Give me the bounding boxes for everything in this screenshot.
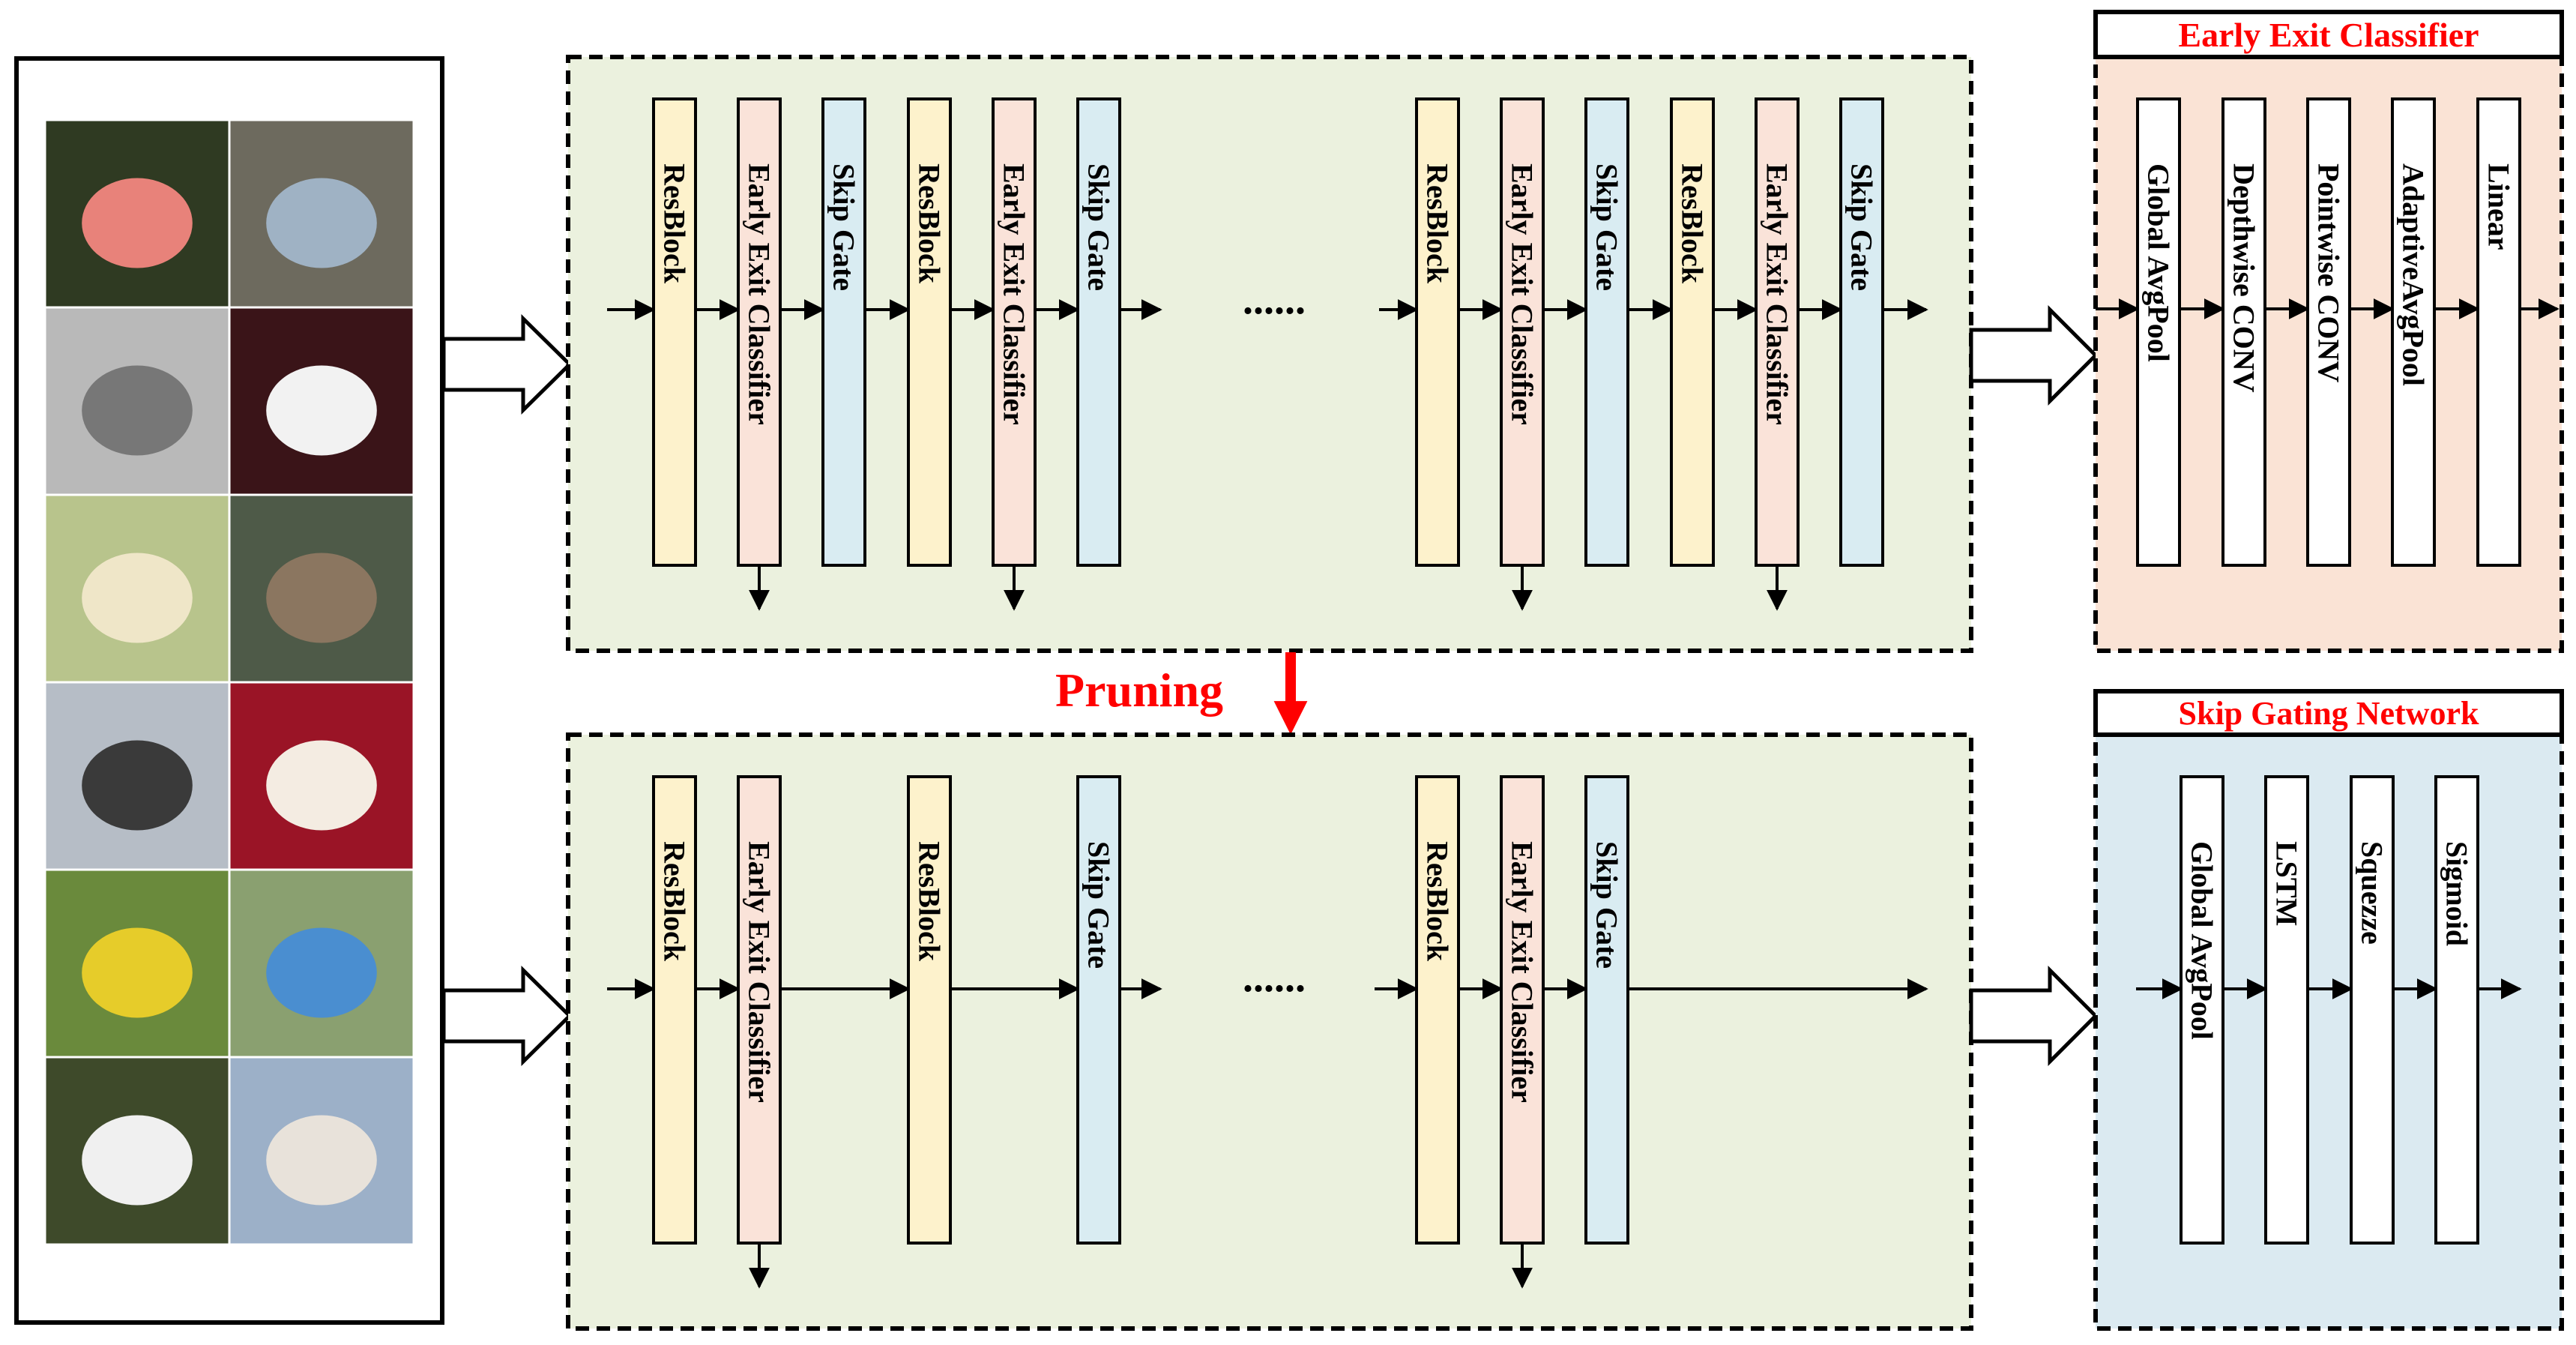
top-early-exit-classifier-5-label: Early Exit Classifier — [998, 163, 1031, 425]
top-skip-gate-3-label: Skip Gate — [827, 163, 861, 291]
bottom-skip-gate-7-label: Skip Gate — [1590, 841, 1624, 969]
thumbnail-grid — [43, 118, 415, 1246]
bottom-resblock-5-label: ResBlock — [1421, 841, 1455, 962]
thumbnail-bird — [228, 493, 415, 684]
thumbnail-cat — [43, 493, 231, 684]
sgn-layer-2 — [2264, 775, 2309, 1245]
sgn-frame — [2093, 732, 2564, 1331]
sgn-layers: Global AvgPool LSTM Squezze Sigmoid — [2136, 775, 2522, 1245]
top-resblock-10-label: ResBlock — [1676, 163, 1710, 284]
sgn-layer-1 — [2180, 775, 2224, 1245]
eec-layer-4-label: AdaptiveAvgPool — [2397, 163, 2431, 386]
top-skip-gate-12-label: Skip Gate — [1845, 163, 1879, 291]
thumbnail-flamingo — [43, 118, 231, 309]
sgn-layer-1-label: Global AvgPool — [2186, 841, 2219, 1040]
top-skip-gate-6-label: Skip Gate — [1082, 163, 1116, 291]
top-resblock-7-label: ResBlock — [1421, 163, 1455, 284]
top-skip-gate-3 — [821, 97, 866, 567]
eec-layer-2-label: Depthwise CONV — [2227, 163, 2261, 393]
bottom-early-exit-classifier-6 — [1500, 775, 1545, 1245]
top-resblock-4-label: ResBlock — [913, 163, 947, 284]
eec-title-box — [2093, 10, 2564, 59]
bottom-connectors — [607, 978, 1928, 1289]
bottom-early-exit-classifier-2 — [737, 775, 782, 1245]
top-early-exit-classifier-5 — [992, 97, 1037, 567]
bottom-resblock-3-label: ResBlock — [913, 841, 947, 962]
pruning-indicator: Pruning — [1055, 652, 1308, 735]
sgn-title: Skip Gating Network — [2179, 695, 2479, 732]
thumbnail-car — [228, 118, 415, 309]
bottom-ellipsis: ...... — [1243, 954, 1306, 1001]
top-resblock-10 — [1670, 97, 1715, 567]
top-pipeline-panel: ResBlock Early Exit Classifier Skip Gate Re… — [566, 55, 1973, 653]
eec-layer-2 — [2221, 97, 2266, 567]
bottom-resblock-5 — [1415, 775, 1460, 1245]
bottom-pipeline-panel: ResBlock Early Exit Classifier ResBlock Ski… — [566, 732, 1973, 1331]
input-arrow-bottom — [441, 966, 573, 1066]
eec-layer-3 — [2306, 97, 2351, 567]
sgn-layer-4 — [2434, 775, 2479, 1245]
eec-layer-5-label: Linear — [2482, 163, 2516, 250]
top-pipeline-frame — [566, 55, 1973, 653]
top-skip-gate-9-label: Skip Gate — [1590, 163, 1624, 291]
eec-title: Early Exit Classifier — [2178, 16, 2479, 54]
thumbnail-puppy — [228, 681, 415, 871]
dataset-panel — [14, 56, 444, 1325]
early-exit-classifier-panel: Early Exit Classifier Global AvgPool Dept… — [2093, 10, 2564, 653]
bottom-resblock-1-label: ResBlock — [658, 841, 692, 962]
input-arrow-top — [441, 314, 573, 415]
bottom-resblock-3 — [907, 775, 952, 1245]
top-early-exit-classifier-11-label: Early Exit Classifier — [1761, 163, 1794, 425]
eec-layer-1 — [2136, 97, 2181, 567]
thumbnail-blue-car — [228, 868, 415, 1059]
thumbnail-deer — [43, 306, 231, 496]
top-resblock-1 — [652, 97, 697, 567]
top-skip-gate-6 — [1076, 97, 1121, 567]
thumbnail-model-airplane — [43, 1056, 231, 1246]
eec-layer-4 — [2391, 97, 2436, 567]
sgn-layer-3-label: Squezze — [2356, 841, 2389, 945]
sgn-layer-2-label: LSTM — [2270, 841, 2304, 926]
top-skip-gate-9 — [1584, 97, 1629, 567]
top-resblock-1-label: ResBlock — [658, 163, 692, 284]
top-early-exit-classifier-8 — [1500, 97, 1545, 567]
bottom-resblock-1 — [652, 775, 697, 1245]
eec-layer-5 — [2476, 97, 2521, 567]
thumbnail-white-car — [228, 306, 415, 496]
bottom-early-exit-classifier-2-label: Early Exit Classifier — [743, 841, 776, 1103]
bottom-early-exit-classifier-6-label: Early Exit Classifier — [1506, 841, 1539, 1103]
bottom-skip-gate-4-label: Skip Gate — [1082, 841, 1116, 969]
thumbnail-airplane — [43, 681, 231, 871]
detail-arrow-bottom — [1969, 965, 2099, 1067]
eec-layers: Global AvgPool Depthwise CONV Pointwise CO… — [2096, 97, 2560, 567]
thumbnail-yellow-bird — [43, 868, 231, 1059]
top-early-exit-classifier-8-label: Early Exit Classifier — [1506, 163, 1539, 425]
eec-layer-1-label: Global AvgPool — [2142, 163, 2176, 362]
top-ellipsis: ...... — [1243, 277, 1306, 323]
top-early-exit-classifier-2-label: Early Exit Classifier — [743, 163, 776, 425]
sgn-layer-4-label: Sigmoid — [2440, 841, 2474, 946]
detail-arrow-top — [1969, 304, 2099, 406]
bottom-skip-gate-4 — [1076, 775, 1121, 1245]
sgn-layer-3 — [2350, 775, 2395, 1245]
bottom-pipeline-frame — [566, 732, 1973, 1331]
bottom-blocks: ResBlock Early Exit Classifier ResBlock Ski… — [652, 775, 1629, 1245]
skip-gating-network-panel: Skip Gating Network Global AvgPool LSTM Sq… — [2093, 689, 2564, 1331]
top-early-exit-classifier-11 — [1755, 97, 1800, 567]
top-connectors — [607, 299, 1928, 611]
top-resblock-4 — [907, 97, 952, 567]
top-blocks: ResBlock Early Exit Classifier Skip Gate Re… — [652, 97, 1884, 567]
pruning-label: Pruning — [1055, 664, 1223, 717]
top-resblock-7 — [1415, 97, 1460, 567]
top-skip-gate-12 — [1839, 97, 1884, 567]
thumbnail-truck — [228, 1056, 415, 1246]
top-early-exit-classifier-2 — [737, 97, 782, 567]
sgn-title-box — [2093, 689, 2564, 737]
eec-layer-3-label: Pointwise CONV — [2312, 163, 2346, 382]
bottom-skip-gate-7 — [1584, 775, 1629, 1245]
